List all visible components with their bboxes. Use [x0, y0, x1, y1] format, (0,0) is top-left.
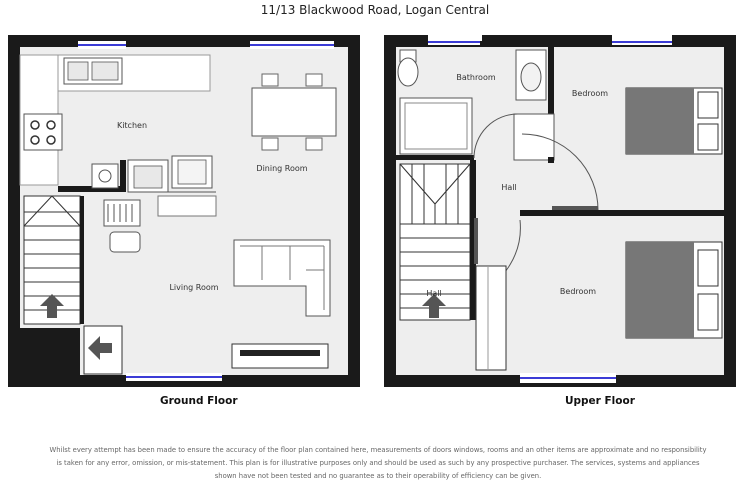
disclaimer-text: Whilst every attempt has been made to en… [49, 446, 707, 480]
interior-wall [520, 210, 730, 216]
room-label-kitchen: Kitchen [117, 121, 147, 130]
toilet [397, 57, 419, 87]
cooktop [23, 113, 63, 151]
cabinet [157, 195, 217, 217]
sofa [233, 239, 331, 317]
page-title: 11/13 Blackwood Road, Logan Central [260, 3, 490, 17]
interior-wall [120, 160, 126, 192]
sink-bowl [67, 61, 89, 81]
bed [625, 241, 723, 339]
side-chair [109, 231, 141, 253]
dining-chair [305, 73, 323, 87]
tv [240, 350, 320, 356]
linen-cupboard [513, 113, 555, 161]
bed [625, 87, 723, 155]
stairs [23, 195, 81, 325]
armchair [103, 199, 141, 227]
room-label-bedroom-1: Bedroom [572, 89, 608, 98]
dining-chair [261, 137, 279, 151]
floor-plan: Kitchen Dining Room Living Room Bathroom… [8, 35, 736, 387]
interior-wall [548, 47, 554, 157]
stairs-upper [399, 163, 471, 321]
up-arrow-icon [422, 294, 446, 318]
dining-chair [305, 137, 323, 151]
dining-table [251, 87, 337, 137]
interior-wall [396, 155, 474, 160]
shower [399, 97, 473, 155]
interior-wall [58, 186, 122, 192]
ground-floor-plan [8, 35, 360, 387]
built-in-robe [475, 265, 507, 371]
room-label-bedroom-2: Bedroom [560, 287, 596, 296]
floor-label-upper: Upper Floor [565, 395, 635, 407]
room-label-bathroom: Bathroom [456, 73, 496, 82]
washing-machine [91, 163, 119, 189]
dining-chair [261, 73, 279, 87]
floor-label-ground: Ground Floor [160, 395, 238, 407]
sink-bowl [91, 61, 119, 81]
room-label-hall-lower: Hall [426, 289, 441, 298]
under-stair-storage [20, 328, 80, 376]
up-arrow-icon [40, 294, 64, 318]
room-label-dining: Dining Room [256, 164, 307, 173]
room-label-hall-upper: Hall [501, 183, 516, 192]
room-label-living: Living Room [169, 283, 218, 292]
upper-floor-plan [384, 35, 736, 387]
left-arrow-icon [88, 336, 112, 360]
